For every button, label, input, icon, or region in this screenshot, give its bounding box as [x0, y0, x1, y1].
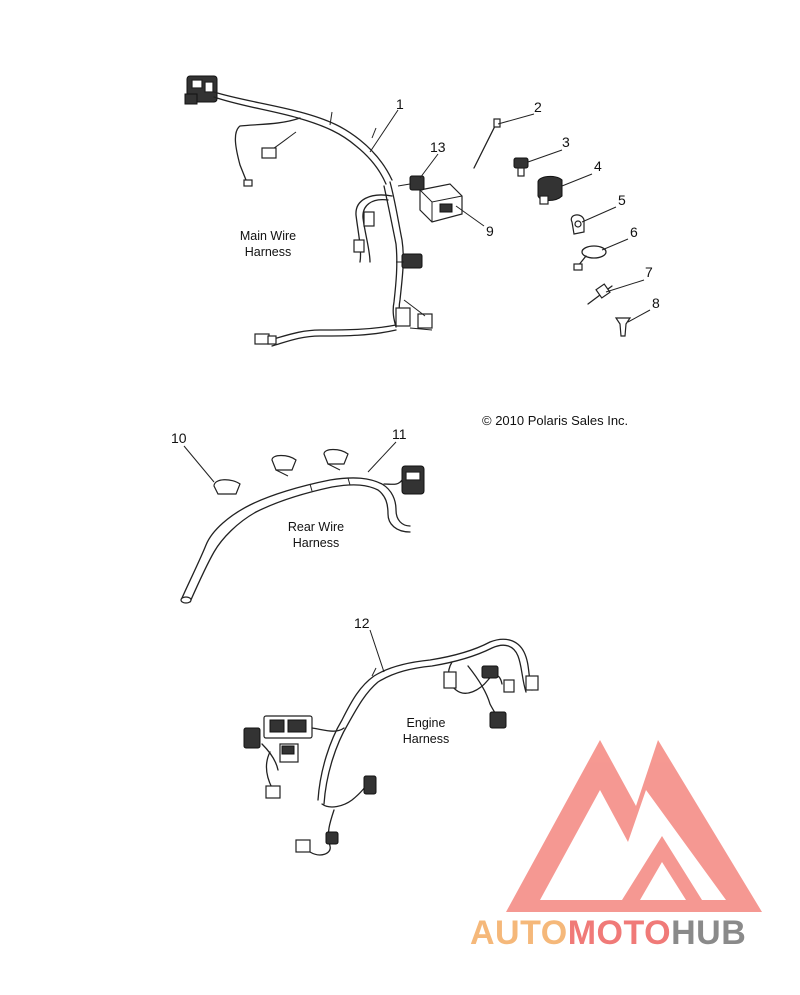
watermark-logo	[506, 740, 762, 912]
part-3-clip	[513, 157, 529, 177]
rear-wire-harness	[180, 448, 425, 604]
part-8-screw	[614, 317, 632, 337]
leaders-top	[369, 109, 651, 323]
main-harness-small-connector	[261, 147, 277, 159]
engine-harness-sensor-connector	[489, 711, 507, 729]
part-7-tie	[587, 283, 613, 305]
part-2-cable-tie	[473, 118, 501, 169]
callout-9: 9	[486, 223, 494, 239]
callout-2: 2	[534, 99, 542, 115]
callout-5: 5	[618, 192, 626, 208]
watermark-text: AUTOMOTOHUB	[470, 914, 746, 952]
part-6-strap	[573, 245, 607, 271]
callout-3: 3	[562, 134, 570, 150]
part-5-clamp	[570, 214, 585, 235]
copyright-notice: © 2010 Polaris Sales Inc.	[482, 413, 628, 428]
watermark-hub: HUB	[671, 914, 746, 952]
callout-10: 10	[171, 430, 187, 446]
main-wire-harness	[184, 75, 433, 347]
callout-6: 6	[630, 224, 638, 240]
watermark-logo-triangle	[506, 740, 762, 912]
engine-harness-label-line2: Harness	[403, 732, 450, 746]
engine-harness-label-line1: Engine	[407, 716, 446, 730]
svg-text:AUTOMOTOHUB: AUTOMOTOHUB	[470, 914, 746, 952]
callout-12: 12	[354, 615, 370, 631]
rear-harness-clip-10	[213, 479, 241, 495]
main-harness-label-line1: Main Wire	[240, 229, 296, 243]
connector-part-13	[397, 175, 425, 191]
engine-harness	[243, 638, 539, 856]
callout-1: 1	[396, 96, 404, 112]
rear-harness-label-line2: Harness	[293, 536, 340, 550]
callout-7: 7	[645, 264, 653, 280]
main-harness-mid-connector	[401, 253, 423, 269]
rear-harness-label-line1: Rear Wire	[288, 520, 344, 534]
main-harness-label-line2: Harness	[245, 245, 292, 259]
watermark-logo-inner-g	[622, 836, 702, 900]
callout-13: 13	[430, 139, 446, 155]
watermark-moto: MOTO	[568, 914, 671, 952]
callout-8: 8	[652, 295, 660, 311]
module-part-9	[419, 183, 463, 223]
callout-4: 4	[594, 158, 602, 174]
part-4-connector-boot	[537, 175, 563, 205]
main-harness-top-connector	[184, 75, 218, 105]
callout-11: 11	[392, 426, 407, 442]
watermark-auto: AUTO	[470, 914, 568, 952]
